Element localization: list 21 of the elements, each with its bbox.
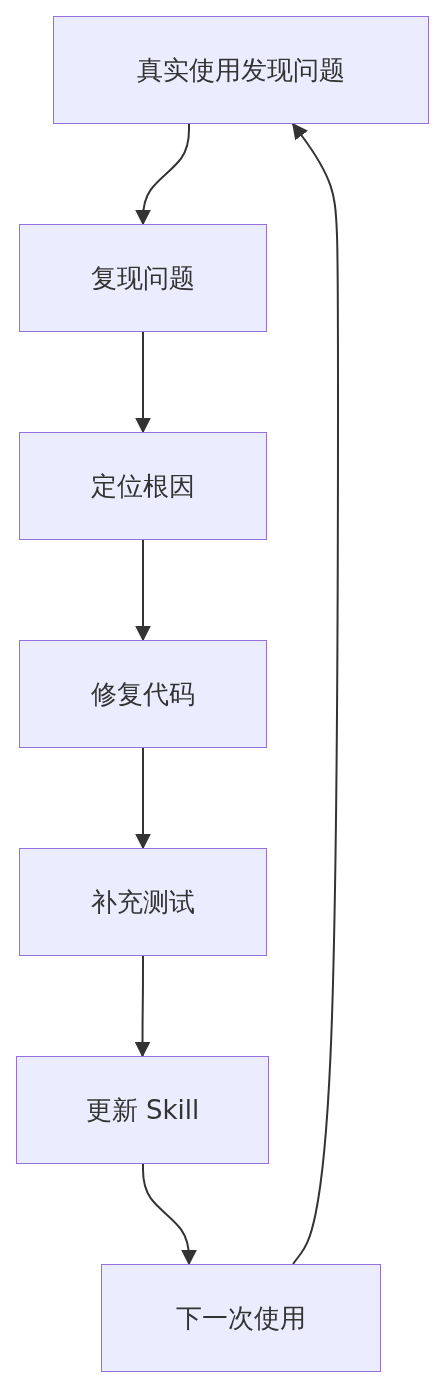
process-box: [19, 432, 267, 540]
step-label: 定位根因: [91, 469, 195, 503]
step-label: 下一次使用: [176, 1301, 306, 1335]
step-label: 更新 Skill: [85, 1093, 200, 1127]
process-box: [19, 848, 267, 956]
arrow: [135, 331, 151, 434]
arrow: [142, 1163, 197, 1266]
step-label: 复现问题: [91, 261, 195, 295]
arrow: [134, 955, 151, 1058]
step-label: 修复代码: [91, 677, 195, 711]
process-box: [16, 1056, 269, 1164]
arrow: [292, 122, 339, 1265]
process-box: [19, 224, 267, 332]
arrow: [135, 747, 151, 850]
arrow: [135, 539, 151, 642]
arrow: [135, 123, 190, 226]
step-label: 真实使用发现问题: [137, 53, 345, 87]
process-box: [101, 1264, 381, 1372]
process-box: [53, 16, 429, 124]
step-label: 补充测试: [91, 885, 195, 919]
process-box: [19, 640, 267, 748]
